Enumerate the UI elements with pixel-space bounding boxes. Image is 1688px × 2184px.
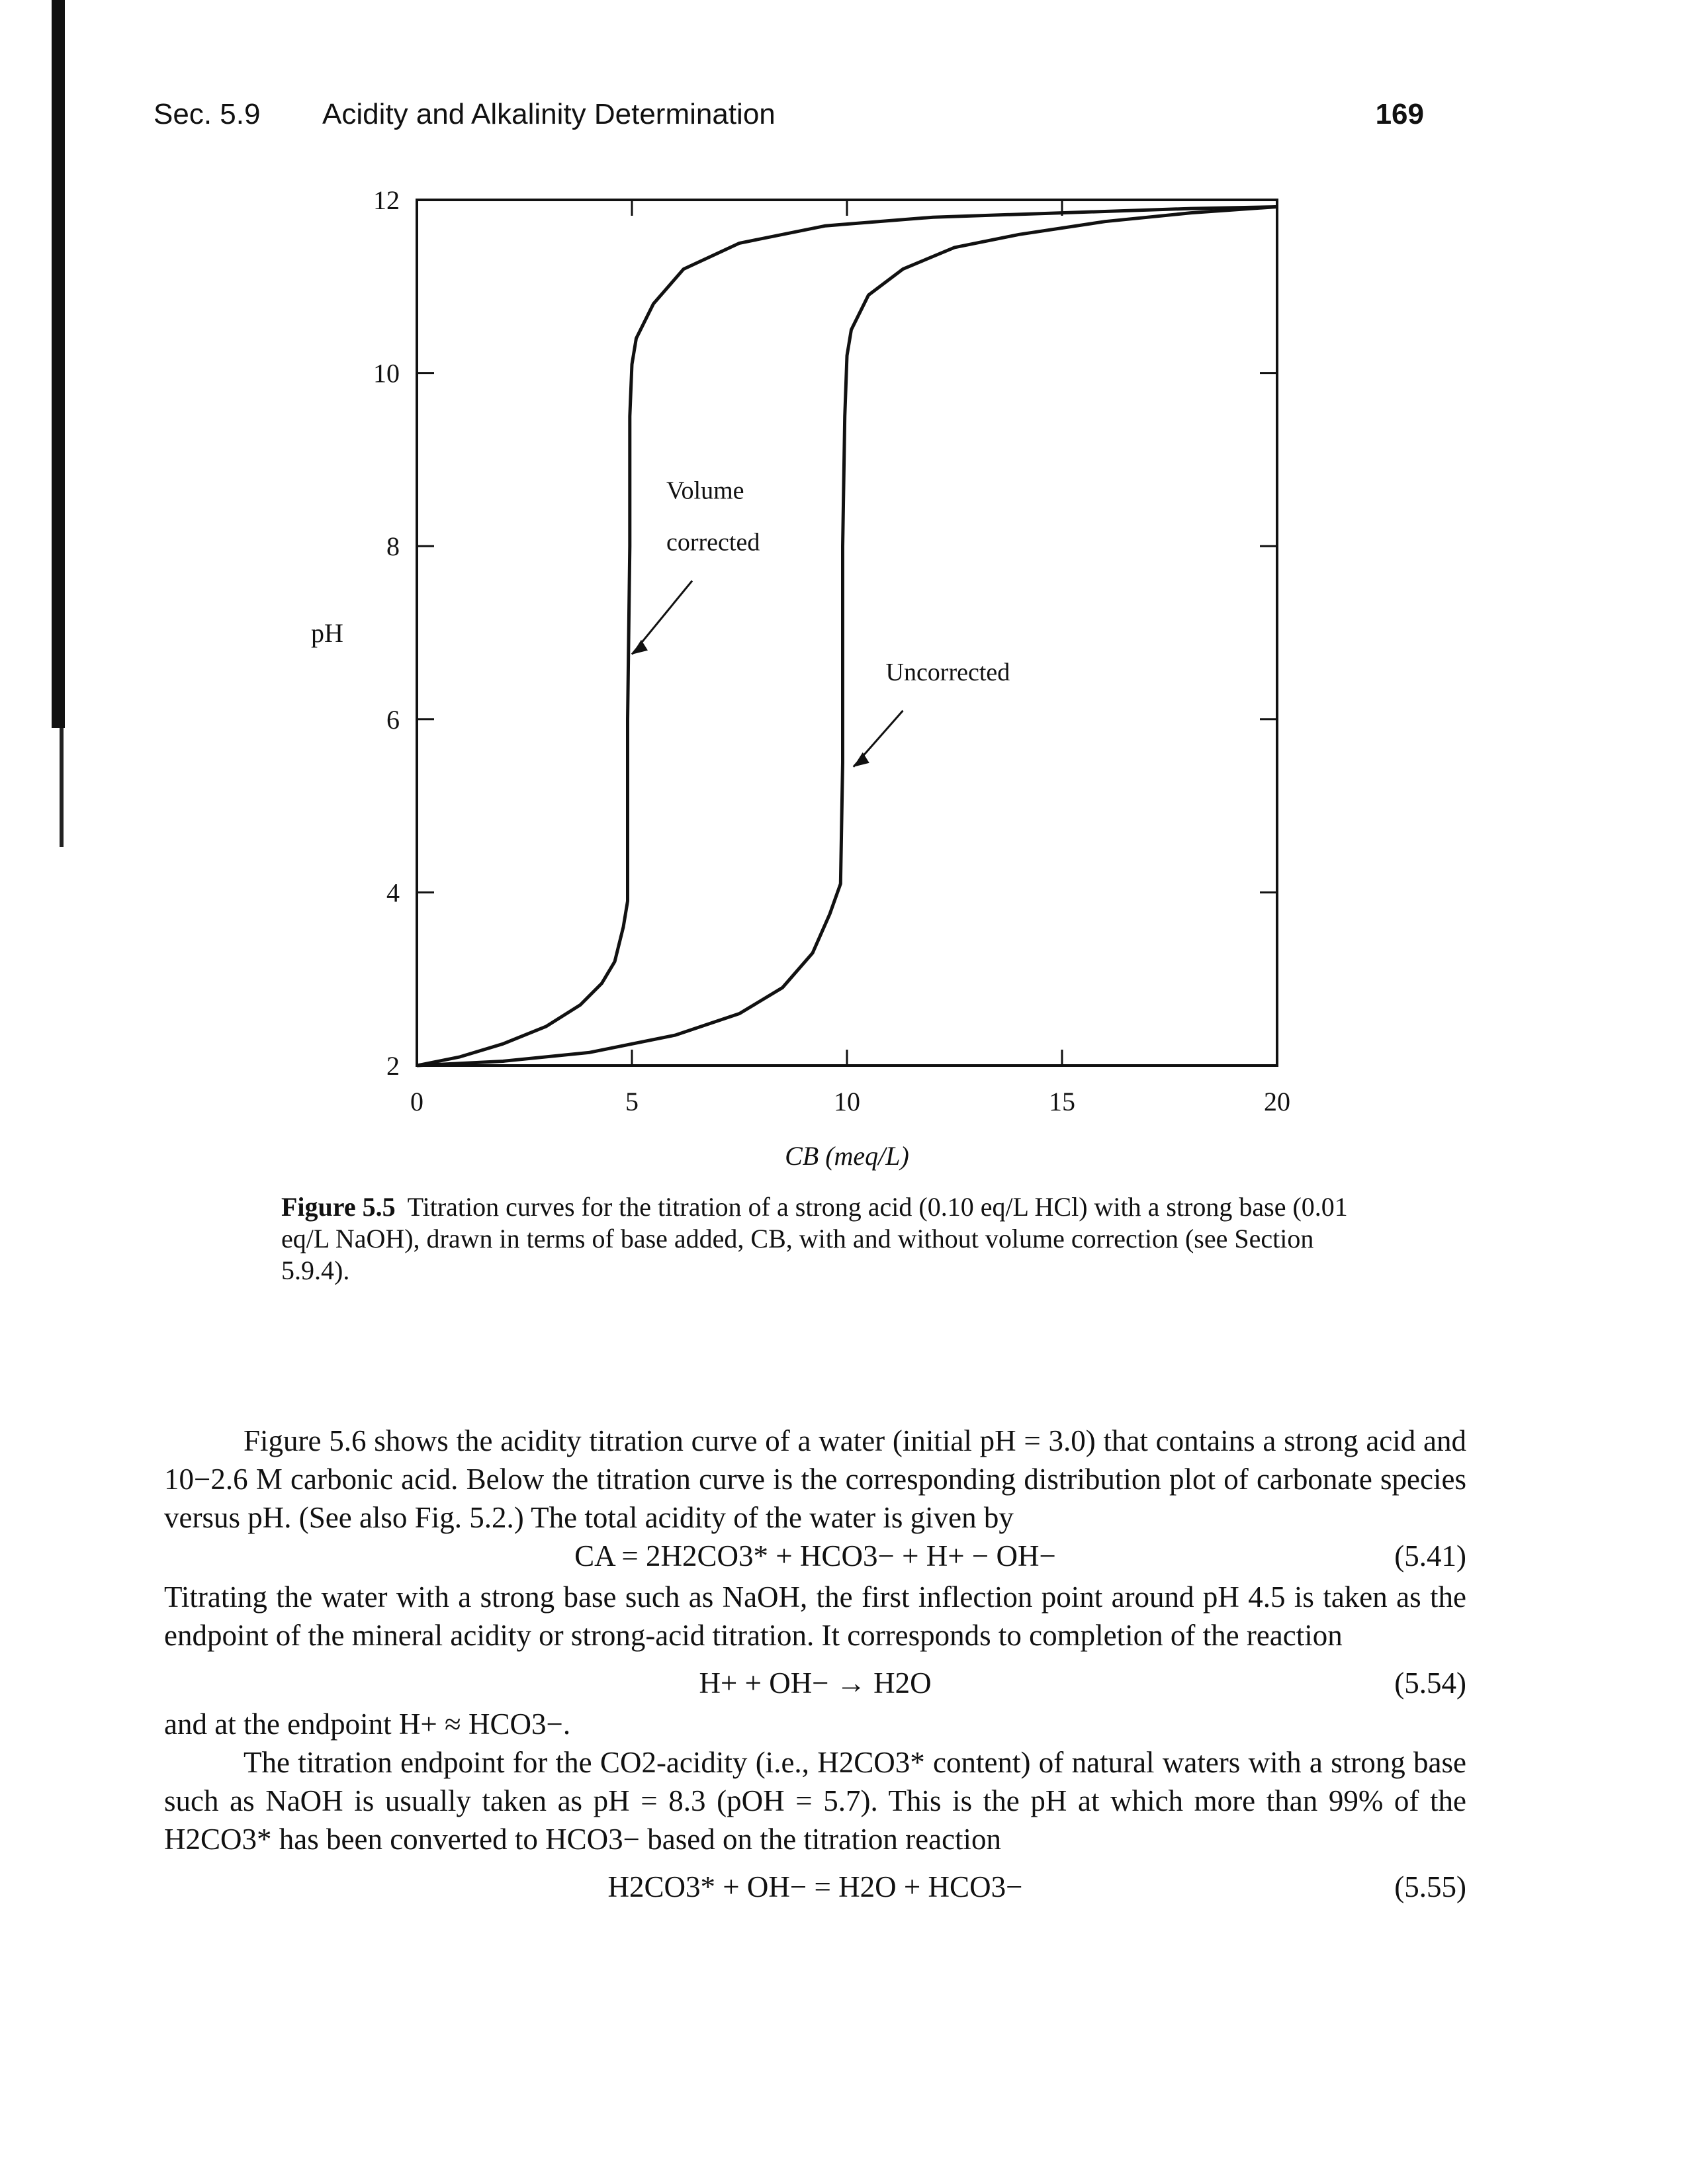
x-tick-label: 15 <box>1049 1087 1075 1116</box>
equation-5-55: H2CO3* + OH− = H2O + HCO3− (5.55) <box>164 1868 1466 1909</box>
plot-frame <box>416 199 1278 1067</box>
section-number: Sec. 5.9 <box>154 98 261 130</box>
y-tick-label: 4 <box>386 878 400 907</box>
binding-edge-bar <box>52 0 65 728</box>
y-tick-label: 12 <box>373 185 400 215</box>
equation-number: (5.41) <box>1394 1539 1466 1572</box>
x-axis-label: CB (meq/L) <box>785 1141 909 1171</box>
annotation-label-line: Volume <box>666 477 744 504</box>
paragraph-3: and at the endpoint H+ ≈ HCO3−. <box>164 1707 571 1741</box>
page-header: Sec. 5.9 Acidity and Alkalinity Determin… <box>154 98 1424 138</box>
annotation-label-line: corrected <box>666 529 760 557</box>
annotation-arrowhead <box>853 752 869 767</box>
equation-text: H2CO3* + OH− = H2O + HCO3− <box>607 1870 1023 1903</box>
y-tick-label: 8 <box>386 531 400 561</box>
x-tick-label: 20 <box>1264 1087 1290 1116</box>
x-tick-label: 0 <box>410 1087 423 1116</box>
x-tick-label: 10 <box>834 1087 860 1116</box>
series-line-1 <box>416 205 1278 1068</box>
equation-number: (5.55) <box>1394 1870 1466 1903</box>
equation-text: CA = 2H2CO3* + HCO3− + H+ − OH− <box>574 1539 1056 1572</box>
equation-number: (5.54) <box>1394 1666 1466 1700</box>
equation-5-41: CA = 2H2CO3* + HCO3− + H+ − OH− (5.41) <box>164 1537 1466 1578</box>
y-tick-label: 2 <box>386 1051 400 1081</box>
paragraph-2: Titrating the water with a strong base s… <box>164 1580 1466 1652</box>
annotation-arrowhead <box>632 639 648 655</box>
paragraph-4: The titration endpoint for the CO2-acidi… <box>164 1746 1466 1856</box>
section-title: Acidity and Alkalinity Determination <box>322 98 776 130</box>
y-tick-label: 10 <box>373 359 400 388</box>
y-axis-label: pH <box>311 618 343 648</box>
titration-figure: 0 5 10 15 20 2 4 6 8 10 12 pH CB (meq/L) Volume correc… <box>311 185 1290 1171</box>
body-text: Figure 5.6 shows the acidity titration c… <box>164 1422 1466 1909</box>
y-tick-label: 6 <box>386 705 400 735</box>
figure-caption-text: Titration curves for the titration of a … <box>281 1192 1348 1285</box>
figure-label: Figure 5.5 <box>281 1192 396 1222</box>
page-number: 169 <box>1375 98 1424 130</box>
paragraph-1: Figure 5.6 shows the acidity titration c… <box>164 1424 1466 1534</box>
series-line-2 <box>416 205 1278 1068</box>
binding-edge-bar-lower <box>60 728 64 847</box>
equation-text: H+ + OH− → H2O <box>699 1666 932 1700</box>
annotation-label-line: Uncorrected <box>886 659 1010 686</box>
equation-5-54: H+ + OH− → H2O (5.54) <box>164 1664 1466 1705</box>
x-tick-label: 5 <box>625 1087 639 1116</box>
